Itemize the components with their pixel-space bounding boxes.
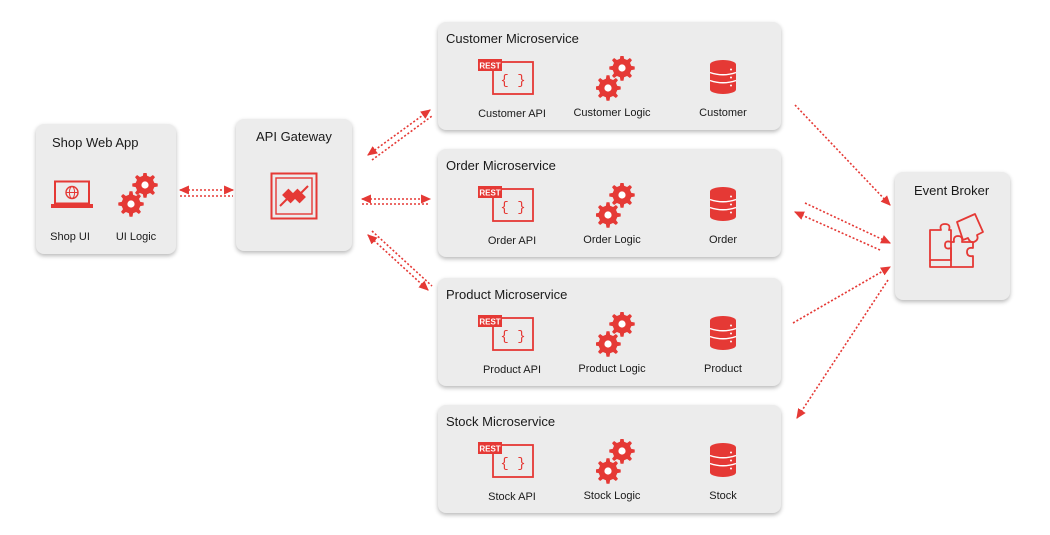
gears-icon <box>596 312 635 357</box>
connector-broker-stock <box>796 279 889 419</box>
order-logic-label: Order Logic <box>583 234 641 246</box>
shop-ui-label: Shop UI <box>50 231 90 243</box>
ui-logic-label: UI Logic <box>115 231 157 243</box>
gears-icon <box>118 173 158 217</box>
connector-customer-broker <box>794 104 891 206</box>
connector-gateway-customer-2 <box>371 115 433 161</box>
rest-badge: REST <box>479 188 500 197</box>
api-gateway-title: API Gateway <box>256 129 332 144</box>
database-icon <box>710 316 736 350</box>
product-database-label: Product <box>704 363 742 375</box>
plug-icon <box>270 172 318 220</box>
rest-badge: REST <box>479 61 500 70</box>
database-icon <box>710 443 736 477</box>
database-icon <box>710 187 736 221</box>
stock-api-label: Stock API <box>488 491 536 503</box>
order-api-label: Order API <box>487 235 537 247</box>
connector-product-broker <box>792 266 891 324</box>
product-logic-label: Product Logic <box>578 363 646 375</box>
rest-braces: { } <box>500 456 525 472</box>
order-database-label: Order <box>708 234 738 246</box>
api-gateway-box: API Gateway <box>236 119 352 251</box>
connector-gateway-customer <box>367 109 431 156</box>
connector-gateway-product <box>367 234 429 291</box>
rest-api-icon: REST { } <box>478 186 534 222</box>
customer-logic-label: Customer Logic <box>573 107 651 119</box>
rest-api-icon: REST { } <box>478 315 534 351</box>
stock-microservice-box: Stock Microservice REST { } Stock API St… <box>438 405 781 513</box>
stock-logic-label: Stock Logic <box>583 490 641 502</box>
order-microservice-box: Order Microservice REST { } Order API Or… <box>438 149 781 257</box>
gears-icon <box>596 183 635 228</box>
rest-api-icon: REST { } <box>478 442 534 478</box>
connector-gateway-product-2 <box>371 230 433 287</box>
rest-badge: REST <box>479 317 500 326</box>
gears-icon <box>596 439 635 484</box>
event-broker-box: Event Broker <box>895 172 1010 300</box>
customer-microservice-box: Customer Microservice REST { } Customer … <box>438 22 781 130</box>
order-microservice-title: Order Microservice <box>446 158 556 173</box>
rest-badge: REST <box>479 444 500 453</box>
connector-order-broker-out <box>804 202 892 244</box>
customer-database-label: Customer <box>699 107 747 119</box>
event-broker-title: Event Broker <box>914 183 990 198</box>
product-api-label: Product API <box>482 364 542 376</box>
product-microservice-box: Product Microservice REST { } Product AP… <box>438 278 781 386</box>
rest-braces: { } <box>500 73 525 89</box>
laptop-icon <box>51 180 93 208</box>
gears-icon <box>596 56 635 101</box>
customer-microservice-title: Customer Microservice <box>446 31 579 46</box>
rest-api-icon: REST { } <box>478 59 534 95</box>
rest-braces: { } <box>500 200 525 216</box>
shop-web-app-box: Shop Web App Shop UI UI Logic <box>36 124 176 254</box>
rest-braces: { } <box>500 329 525 345</box>
connector-broker-order-in <box>793 211 881 251</box>
customer-api-label: Customer API <box>478 108 546 120</box>
puzzle-icon <box>929 213 984 268</box>
database-icon <box>710 60 736 94</box>
shop-web-app-title: Shop Web App <box>52 135 139 150</box>
product-microservice-title: Product Microservice <box>446 287 568 302</box>
stock-database-label: Stock <box>709 490 737 502</box>
stock-microservice-title: Stock Microservice <box>446 414 556 429</box>
